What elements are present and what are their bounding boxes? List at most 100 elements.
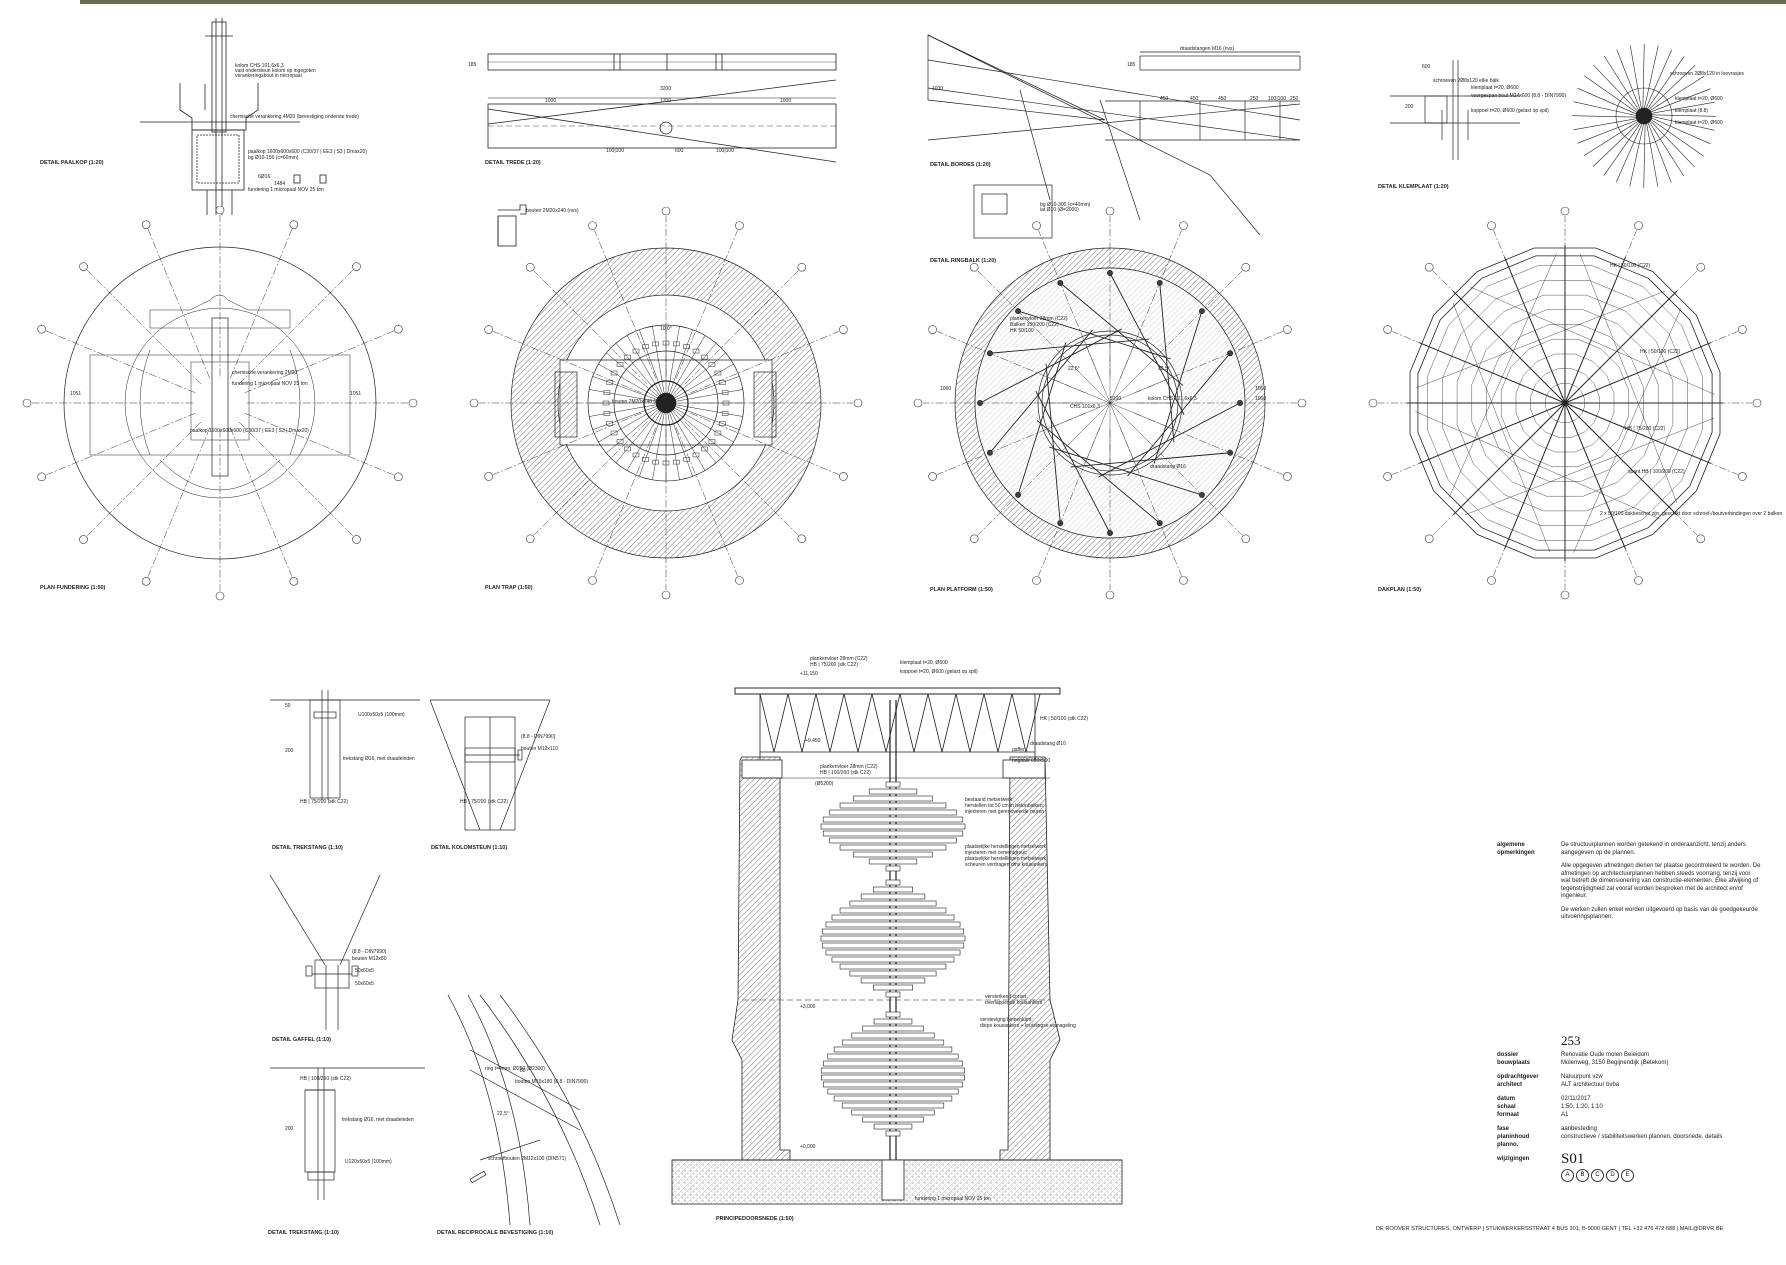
platform-beam: [1109, 272, 1185, 415]
trap-bolt: [673, 341, 680, 347]
project-number: 253: [1561, 1033, 1581, 1048]
principe-truss-member: [983, 693, 1013, 753]
ringbalk-annotation: lat Ø10 (Ø=2000): [1040, 207, 1079, 213]
trap-step-line: [606, 352, 659, 397]
klemplaat-ray: [1629, 121, 1645, 187]
platform-beam: [989, 329, 1093, 454]
principe-stair-tread: [820, 935, 966, 942]
paalkop-annotation: vast ondersteun kolom op ingegoten: [235, 68, 316, 74]
platform-beam: [1035, 391, 1111, 534]
trap-step-line: [639, 412, 663, 477]
note-paragraph-1: De structuurplannen worden getekend in o…: [1561, 842, 1746, 856]
titleblock-key: architect: [1497, 1082, 1523, 1088]
principe-stair-tread: [849, 900, 937, 907]
klemplaat-ray: [1603, 121, 1642, 176]
trap-axis-line: [533, 270, 648, 385]
dak-axis-bubble: [1696, 262, 1706, 272]
trap-bolt: [714, 430, 722, 436]
titleblock-value: 02/11/2017: [1561, 1096, 1591, 1102]
fundering-axis-bubble: [215, 591, 225, 601]
dak-bracing: [1415, 290, 1666, 389]
trap-axis-bubble: [735, 576, 744, 585]
kolom-annotation: HB | 75/200 (stk C22): [460, 799, 508, 805]
platform-axis-bubble: [1283, 472, 1292, 481]
platform-annotation: 5200: [1110, 396, 1121, 402]
principe-stair-tread: [851, 1032, 935, 1039]
bordes-annotation: 250: [1290, 96, 1299, 102]
platform-axis-bubble: [1297, 398, 1307, 408]
principe-annotation: diepe kousankers + kruislingse vernageli…: [980, 1023, 1076, 1029]
platform-axis-line: [1134, 331, 1283, 394]
note-paragraph-3: De werken zullen enkel worden uitgevoerd…: [1561, 906, 1758, 921]
dak-axis-line: [1432, 421, 1547, 536]
notes-body: De structuurplannen worden getekend in o…: [1561, 842, 1761, 928]
principe-annotation: herstellen tot 50 cm in betonbalken;: [965, 803, 1044, 809]
platform-beam: [1127, 352, 1231, 477]
klemplaat-ray: [1649, 101, 1715, 114]
recip-annotation: bouten M16x180 (8.8 - DIN7990): [515, 1079, 588, 1085]
klemplaat-annotation: 200: [1405, 104, 1414, 110]
platform-axis-bubble: [1241, 262, 1251, 272]
titleblock-value: aanbesteding: [1561, 1126, 1598, 1132]
trap-bolt: [603, 411, 611, 416]
dak-ring: [1427, 265, 1703, 541]
trap-axis-bubble: [484, 325, 493, 334]
dak-axis-bubble: [1696, 534, 1706, 544]
principe-annotation: HB | 75/200 (stk C22): [810, 662, 858, 668]
trede-annotation: 600: [675, 148, 684, 154]
top-edge-band: [80, 0, 1786, 4]
plan-number: S01: [1561, 1151, 1585, 1167]
titleblock-value: Molenweg, 3150 Begijnendijk (Betekom): [1561, 1060, 1669, 1066]
platform-beam: [1059, 282, 1184, 386]
trek2-annotation: HB | 100/200 (stk C22): [300, 1076, 351, 1082]
platform-beam: [1159, 282, 1175, 443]
platform-axis-bubble: [969, 534, 979, 544]
trap-step-line: [589, 404, 657, 417]
fundering-axis-line: [238, 269, 354, 385]
detail-bordes: [927, 34, 1301, 239]
principe-deck: [734, 687, 1061, 695]
klemplaat-ray: [1644, 49, 1673, 111]
trap-axis-line: [493, 331, 642, 394]
fundering-axis-line: [46, 330, 196, 394]
principe-stair-tread: [860, 977, 926, 984]
platform-axis-line: [977, 270, 1092, 385]
dak-ring: [1500, 339, 1630, 467]
platform-beam: [989, 338, 1150, 354]
principe-stair-tread: [829, 837, 957, 844]
detail-trekstang-top: [270, 690, 420, 800]
fundering-annotation: fundering 1 micropaal NOV 25 ton: [232, 381, 308, 387]
principe-annotation: +9,450: [805, 738, 821, 744]
plan-trap-annotations: bouten 2M20x240 (nvs)10,0°: [612, 326, 672, 405]
trap-step-line: [674, 363, 734, 399]
trap-step-line: [672, 410, 717, 463]
trap-bolt: [606, 421, 613, 426]
dak-axis-line: [1589, 331, 1738, 394]
fundering-annotation: chemische verankering 2M20: [232, 370, 298, 376]
detail-trekstang-bottom: [270, 1067, 425, 1200]
caption-detail-trede: DETAIL TREDE (1:20): [485, 160, 541, 166]
trap-step-line: [652, 412, 665, 480]
titleblock-value: constructieve / stabiliteitswerken plann…: [1561, 1134, 1723, 1140]
caption-principedoorsnede: PRINCIPEDOORSNEDE (1:50): [716, 1216, 794, 1222]
principe-annotation: verstevigng binnenkant:: [980, 1017, 1033, 1023]
plan-fundering-annotations: chemische verankering 2M20 fundering 1 mi…: [70, 370, 361, 434]
platform-beam: [1017, 310, 1171, 360]
paalkop-annotation: chemische verankering 4M20 (bevestiging …: [230, 114, 359, 120]
titleblock-value: ALT architectuur bvba: [1561, 1082, 1620, 1088]
section-principedoorsnede-truss: [734, 687, 1061, 753]
principe-annotation: injecteren met gerenoveerde muren: [965, 809, 1044, 815]
revision-marker: D: [1606, 1169, 1619, 1182]
trap-bolt: [610, 430, 618, 436]
dakplan-annotation: HB | 75/200 (C22): [1625, 426, 1666, 432]
revision-marker: A: [1561, 1169, 1574, 1182]
fundering-annotation: paalkop 1600x600x600 (C30/37 | EE3 | S3 …: [190, 428, 309, 434]
dakplan-annotation: HK | 50/100 (C22): [1610, 263, 1651, 269]
trede-annotation: 100|100: [606, 148, 624, 154]
klemplaat-ray: [1603, 55, 1641, 112]
fundering-axis-bubble: [215, 205, 225, 215]
dakplan-annotation: HK | 50/100 (C22): [1640, 349, 1681, 355]
plan-platform-axes: [913, 206, 1307, 600]
